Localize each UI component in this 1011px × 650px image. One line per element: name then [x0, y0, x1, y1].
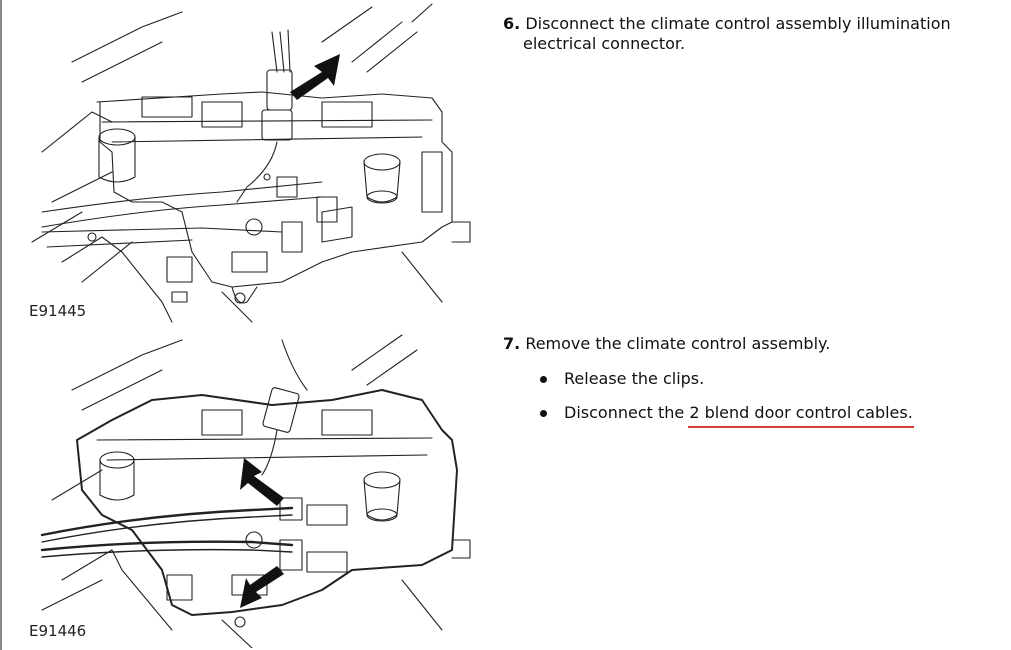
callout-arrow-lower: [240, 566, 284, 608]
step-text-line-1: Disconnect the climate control assembly …: [525, 14, 951, 33]
illustration-climate-control-connector: [31, 3, 471, 323]
step-6: 6. Disconnect the climate control assemb…: [503, 14, 993, 54]
callout-arrow-upper: [240, 458, 284, 506]
bullet-icon: [540, 376, 547, 383]
step-7: 7. Remove the climate control assembly.: [503, 334, 993, 354]
bullet-icon: [540, 410, 547, 417]
figure-blend-door-cables: E91446: [22, 330, 482, 648]
figure-id-label: E91445: [28, 302, 88, 320]
substep-text: Release the clips.: [564, 369, 705, 388]
step-number: 6.: [503, 14, 521, 33]
page-left-border: [0, 0, 2, 650]
step-text-line-2: electrical connector.: [523, 34, 686, 53]
blend-door-cables-link[interactable]: 2 blend door control cables.: [688, 403, 914, 428]
figure-id-label: E91446: [28, 622, 88, 640]
step-number: 7.: [503, 334, 521, 353]
step-text: Remove the climate control assembly.: [525, 334, 831, 353]
list-item: Disconnect the 2 blend door control cabl…: [540, 403, 914, 428]
figure-illumination-connector: E91445: [22, 2, 482, 324]
illustration-climate-control-cables: [40, 334, 471, 648]
callout-arrow: [290, 54, 340, 100]
list-item: Release the clips.: [540, 369, 913, 389]
step-7-substeps: Release the clips. Disconnect the 2 blen…: [540, 369, 914, 437]
substep-text: Disconnect the: [564, 403, 690, 422]
